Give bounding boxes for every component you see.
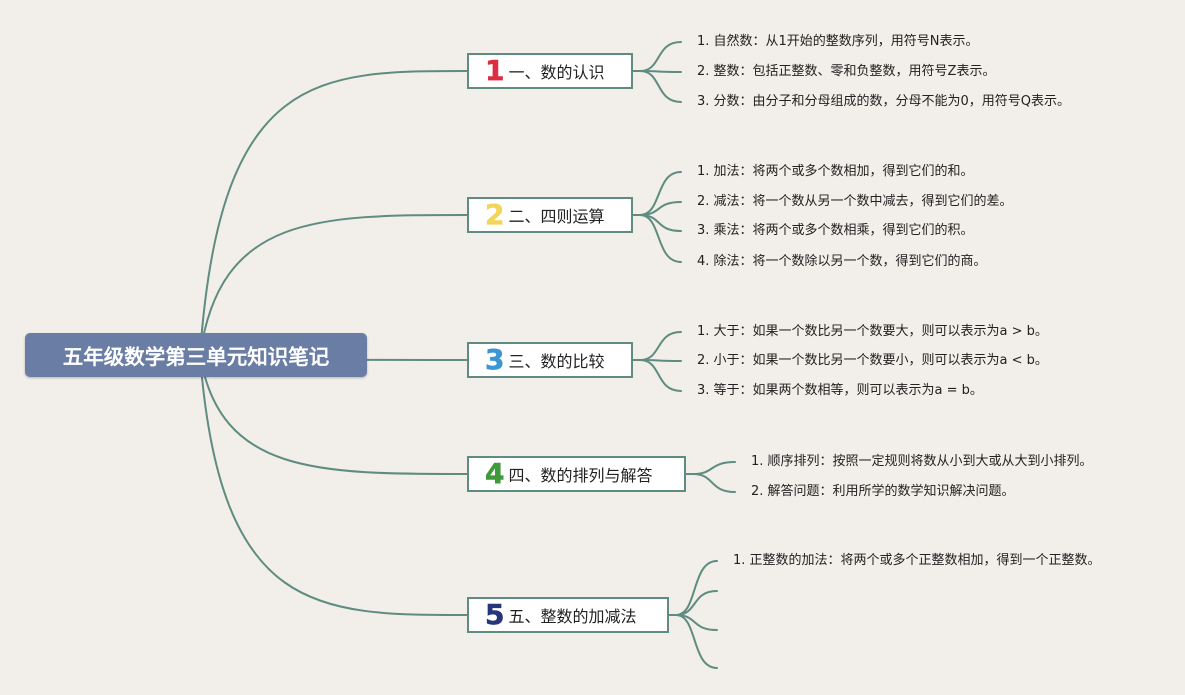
branch-label: 二、四则运算 (508, 207, 605, 226)
branch-4-leaf-2-line (692, 473, 736, 493)
leaf-topic[interactable]: 3. 分数：由分子和分母组成的数，分母不能为0，用符号Q表示。 (697, 94, 1071, 109)
leaf-topic[interactable]: 2. 整数：包括正整数、零和负整数，用符号Z表示。 (697, 64, 996, 79)
root-to-branch-4-line (199, 354, 468, 475)
leaf-topic[interactable]: 2. 减法：将一个数从另一个数中减去，得到它们的差。 (697, 194, 1013, 209)
branch-number-badge: 4 (485, 457, 505, 490)
branch-label: 四、数的排列与解答 (508, 466, 653, 485)
branch-number-badge: 3 (485, 343, 505, 376)
branch-1-leaf-3-line (639, 70, 682, 103)
branch-label: 一、数的认识 (508, 63, 605, 82)
branch-number-badge: 1 (485, 54, 505, 87)
root-to-branch-5-line (199, 354, 468, 616)
branch-2-leaf-4-line (639, 214, 682, 263)
leaf-topic[interactable]: 3. 等于：如果两个数相等，则可以表示为a = b。 (697, 383, 983, 398)
branch-number-badge: 5 (485, 598, 505, 631)
leaf-topic[interactable]: 1. 顺序排列：按照一定规则将数从小到大或从大到小排列。 (751, 454, 1093, 469)
leaf-topic[interactable]: 3. 乘法：将两个或多个数相乘，得到它们的积。 (697, 223, 974, 238)
leaf-topic[interactable]: 1. 大于：如果一个数比另一个数要大，则可以表示为a > b。 (697, 324, 1048, 339)
leaf-topic[interactable]: 2. 解答问题：利用所学的数学知识解决问题。 (751, 484, 1015, 499)
branch-1-leaf-1-line (639, 41, 682, 72)
root-to-branch-1-line (199, 70, 468, 356)
leaf-topic[interactable]: 1. 正整数的加法：将两个或多个正整数相加，得到一个正整数。 (733, 553, 1101, 568)
root-topic[interactable]: 五年级数学第三单元知识笔记 (25, 333, 367, 377)
leaf-topic[interactable]: 1. 加法：将两个或多个数相加，得到它们的和。 (697, 164, 974, 179)
leaf-topic[interactable]: 1. 自然数：从1开始的整数序列，用符号N表示。 (697, 34, 979, 49)
branch-3-leaf-3-line (639, 359, 682, 392)
branch-5-leaf-1-line (675, 560, 718, 616)
leaf-topic[interactable]: 2. 小于：如果一个数比另一个数要小，则可以表示为a < b。 (697, 353, 1048, 368)
branch-number-badge: 2 (485, 198, 505, 231)
leaf-topic[interactable]: 4. 除法：将一个数除以另一个数，得到它们的商。 (697, 254, 987, 269)
branch-5-leaf-4-line (675, 614, 718, 669)
root-to-branch-2-line (199, 214, 468, 356)
branch-label: 三、数的比较 (508, 352, 605, 371)
branch-4-leaf-1-line (692, 461, 736, 475)
branch-3-leaf-1-line (639, 331, 682, 361)
branch-label: 五、整数的加减法 (508, 607, 637, 626)
branch-5-leaf-2-line (675, 590, 718, 616)
